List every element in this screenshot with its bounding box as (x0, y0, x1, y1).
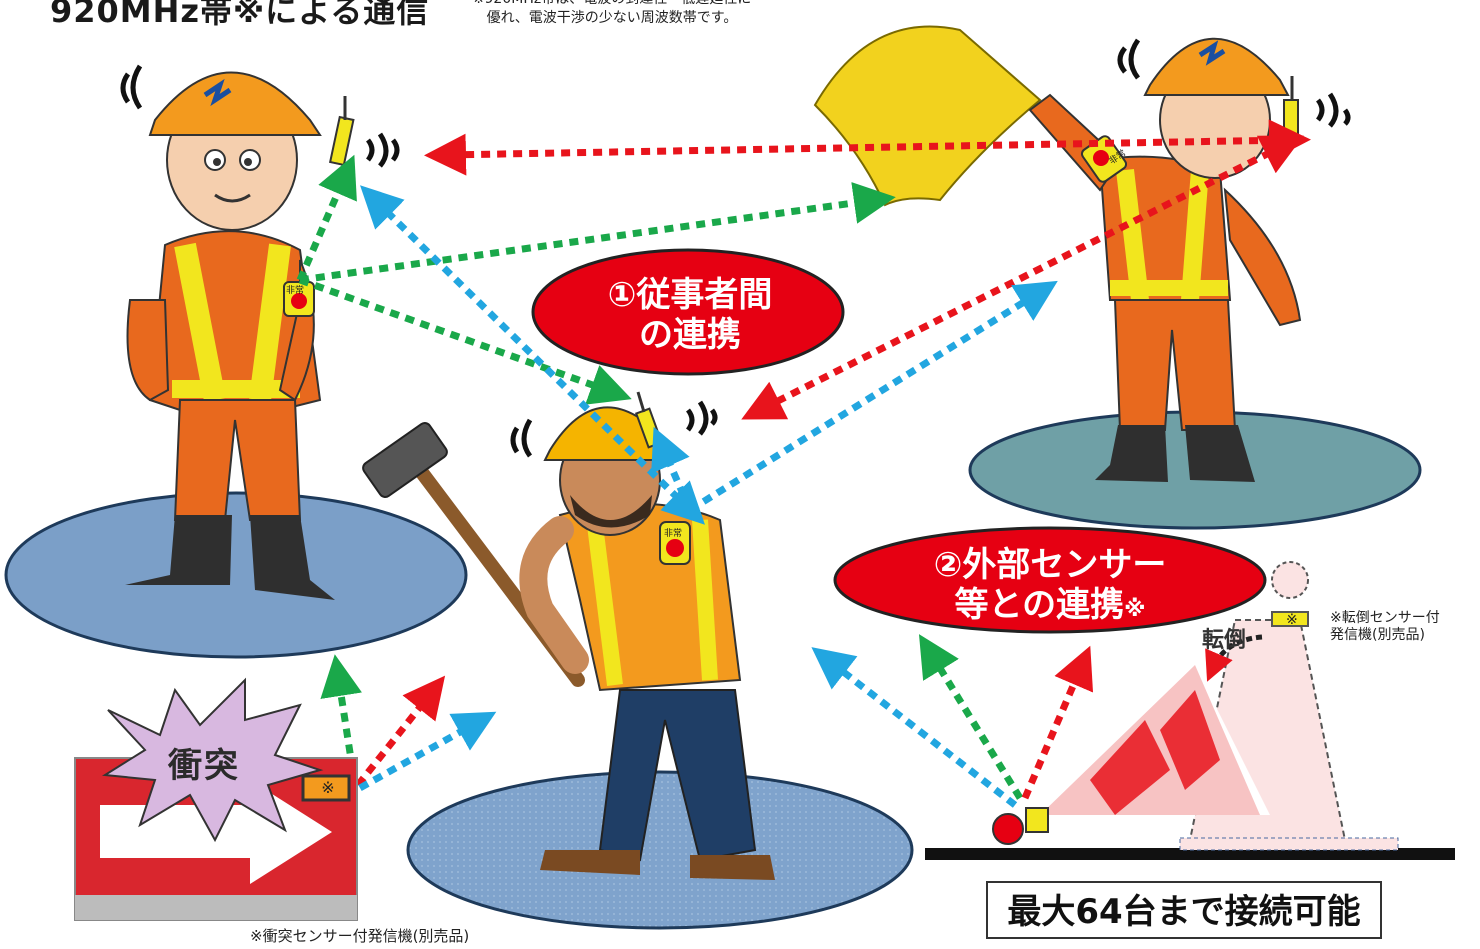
collision-sensor-note: ※衝突センサー付発信機(別売品) (250, 927, 470, 945)
tipover-note-line2: 発信機(別売品) (1330, 627, 1425, 643)
pad-center (406, 770, 914, 930)
capacity-box: 最大64台まで接続可能 (986, 881, 1382, 939)
header-note-line1: ※920MHz帯は、電波の到達性・低遅延性に (432, 0, 792, 9)
arrow-sign-icon (74, 677, 358, 921)
emergency-label-left: 非常 (286, 286, 305, 296)
header-note: ※920MHz帯は、電波の到達性・低遅延性に 優れ、電波干渉の少ない周波数帯です… (432, 0, 792, 28)
bubble-worker-link-text: ①従事者間 の連携 (560, 275, 820, 355)
tipover-note-line1: ※転倒センサー付 (1330, 610, 1440, 626)
bubble-worker-link (531, 248, 845, 376)
pad-left (4, 491, 468, 659)
collision-label: 衝突 (168, 746, 240, 786)
bubble-sensor-link-text: ②外部センサー 等との連携※ (850, 545, 1250, 630)
flag-icon (813, 25, 1042, 207)
header-title: 920MHz帯※による通信 (50, 0, 430, 30)
signal-waves-left (120, 64, 400, 168)
collision-sensor-mark: ※ (321, 778, 335, 797)
header-note-line2: 優れ、電波干渉の少ない周波数帯です。 (486, 10, 738, 26)
traffic-cone-icon (925, 561, 1455, 860)
worker-left (120, 64, 400, 600)
tipover-sensor-note: ※転倒センサー付 発信機(別売品) (1330, 610, 1480, 644)
tipover-label: 転倒 (1202, 628, 1247, 653)
emergency-label-center: 非常 (664, 529, 683, 539)
signal-arrows (296, 119, 1311, 808)
tipover-sensor-mark: ※ (1286, 612, 1298, 628)
bubble2-line2-text: 等との連携 (954, 585, 1125, 625)
bubble2-mark: ※ (1124, 597, 1146, 622)
bubble1-line1: ①従事者間 (607, 275, 773, 315)
bubble2-line2: 等との連携※ (850, 585, 1250, 630)
bubble1-line2: の連携 (639, 315, 741, 355)
bubble-sensor-link (833, 526, 1267, 634)
bubble2-line1: ②外部センサー (933, 545, 1167, 585)
signal-waves-right (1117, 38, 1351, 128)
